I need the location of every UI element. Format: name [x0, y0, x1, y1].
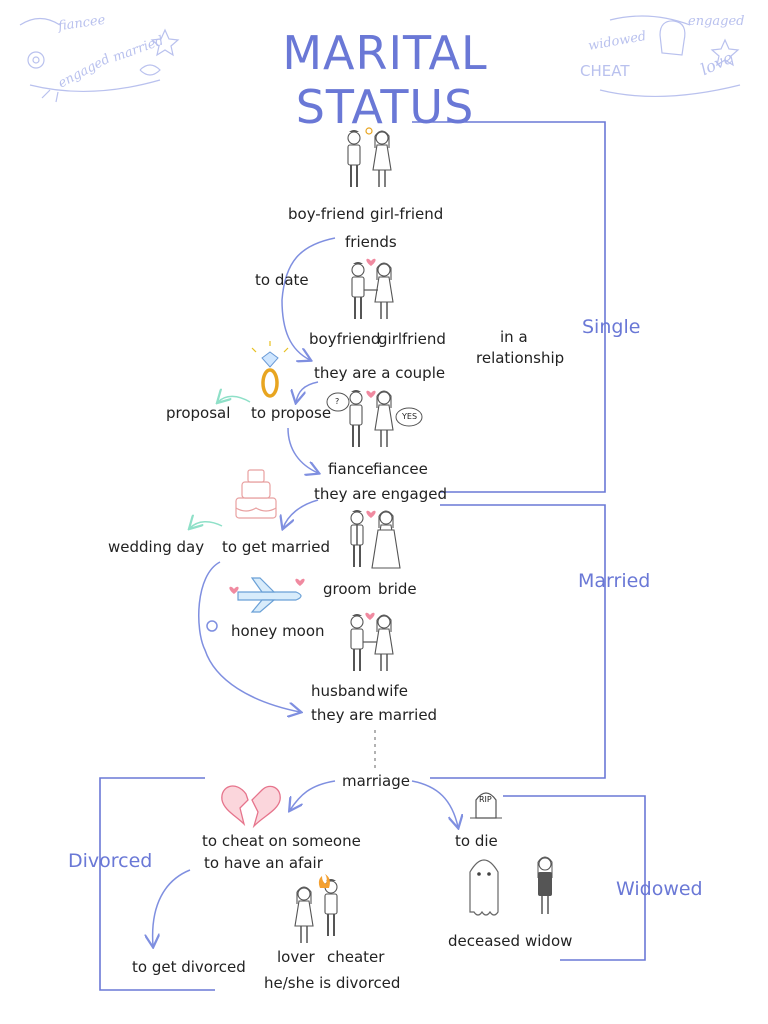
- label-bride: bride: [378, 580, 417, 598]
- page-title: MARITAL STATUS: [282, 26, 488, 134]
- label-to-get-married: to get married: [222, 538, 331, 556]
- label-honey-moon: honey moon: [231, 622, 325, 640]
- label-fiancee: fiancee: [373, 460, 428, 478]
- airplane-icon: [229, 577, 305, 613]
- friends-couple-icon: [347, 127, 392, 188]
- label-widow: widow: [525, 932, 573, 950]
- label-to-date: to date: [255, 271, 309, 289]
- yes-bubble-text: YES: [402, 412, 418, 421]
- wedding-cake-icon: [235, 469, 277, 519]
- ghost-icon: [469, 859, 499, 916]
- married-couple-icon: [350, 612, 394, 672]
- status-label-widowed: Widowed: [616, 878, 703, 900]
- status-brackets: [99, 121, 646, 991]
- label-to-have-an-afair: to have an afair: [204, 854, 323, 872]
- arrow-propose-to-engaged: [287, 427, 318, 473]
- tombstone-icon: [470, 792, 502, 819]
- arrow-marriage-to-cheat: [290, 780, 336, 810]
- label-boy-friend: boy-friend: [288, 205, 365, 223]
- broken-heart-icon: [221, 785, 281, 829]
- label-friends: friends: [345, 233, 397, 251]
- groom-bride-icon: [350, 509, 401, 569]
- ring-icon: [251, 341, 289, 398]
- label-wife: wife: [377, 682, 408, 700]
- flow-arrows: [153, 237, 458, 946]
- label-husband: husband: [311, 682, 376, 700]
- arrow-friends-to-couple: [281, 237, 336, 360]
- label-they-are-married: they are married: [311, 706, 438, 724]
- tombstone-text: RIP: [479, 795, 492, 804]
- label-groom: groom: [323, 580, 372, 598]
- status-label-married: Married: [578, 570, 651, 592]
- label-girl-friend: girl-friend: [370, 205, 444, 223]
- label-lover: lover: [277, 948, 315, 966]
- label-wedding-day: wedding day: [108, 538, 205, 556]
- arrow-couple-to-propose: [296, 381, 319, 402]
- label-to-die: to die: [455, 832, 498, 850]
- label-they-are-engaged: they are engaged: [314, 485, 448, 503]
- label-he-she-is-divorced: he/she is divorced: [264, 974, 401, 992]
- arrow-propose-to-proposal: [218, 396, 251, 402]
- widowed-bracket: [503, 795, 646, 961]
- label-cheater: cheater: [327, 948, 385, 966]
- widow-figure-icon: [537, 856, 553, 914]
- arrow-cheat-to-divorce: [153, 869, 191, 946]
- label-relationship: relationship: [476, 349, 565, 367]
- decor-word-cheat: CHEAT: [580, 62, 630, 80]
- header-decorations: [19, 15, 741, 103]
- label-to-get-divorced: to get divorced: [132, 958, 246, 976]
- dating-couple-icon: [351, 258, 394, 320]
- arrow-wedding-to-weddingday: [190, 522, 223, 528]
- arrow-wedding-to-married: [198, 561, 300, 712]
- arrow-engaged-to-wedding: [283, 499, 319, 528]
- arrow-marriage-to-die: [411, 780, 458, 827]
- status-label-divorced: Divorced: [68, 850, 153, 872]
- label-proposal: proposal: [166, 404, 231, 422]
- label-to-cheat-on-someone: to cheat on someone: [202, 832, 361, 850]
- married-bracket: [430, 504, 606, 779]
- divorced-bracket: [99, 777, 215, 991]
- label-deceased: deceased: [448, 932, 520, 950]
- single-bracket: [412, 121, 606, 493]
- label-in-a: in a: [500, 328, 528, 346]
- label-they-are-a-couple: they are a couple: [314, 364, 446, 382]
- question-bubble-text: ?: [335, 397, 340, 406]
- label-marriage: marriage: [342, 772, 410, 790]
- label-fiance: fiance: [328, 460, 374, 478]
- decor-word-engaged-right: engaged: [688, 14, 745, 29]
- label-boyfriend: boyfriend: [309, 330, 381, 348]
- status-label-single: Single: [582, 316, 641, 338]
- lover-cheater-icon: [294, 874, 338, 944]
- label-girlfriend: girlfriend: [378, 330, 446, 348]
- proposing-couple-icon: [326, 389, 423, 448]
- label-to-propose: to propose: [251, 404, 332, 422]
